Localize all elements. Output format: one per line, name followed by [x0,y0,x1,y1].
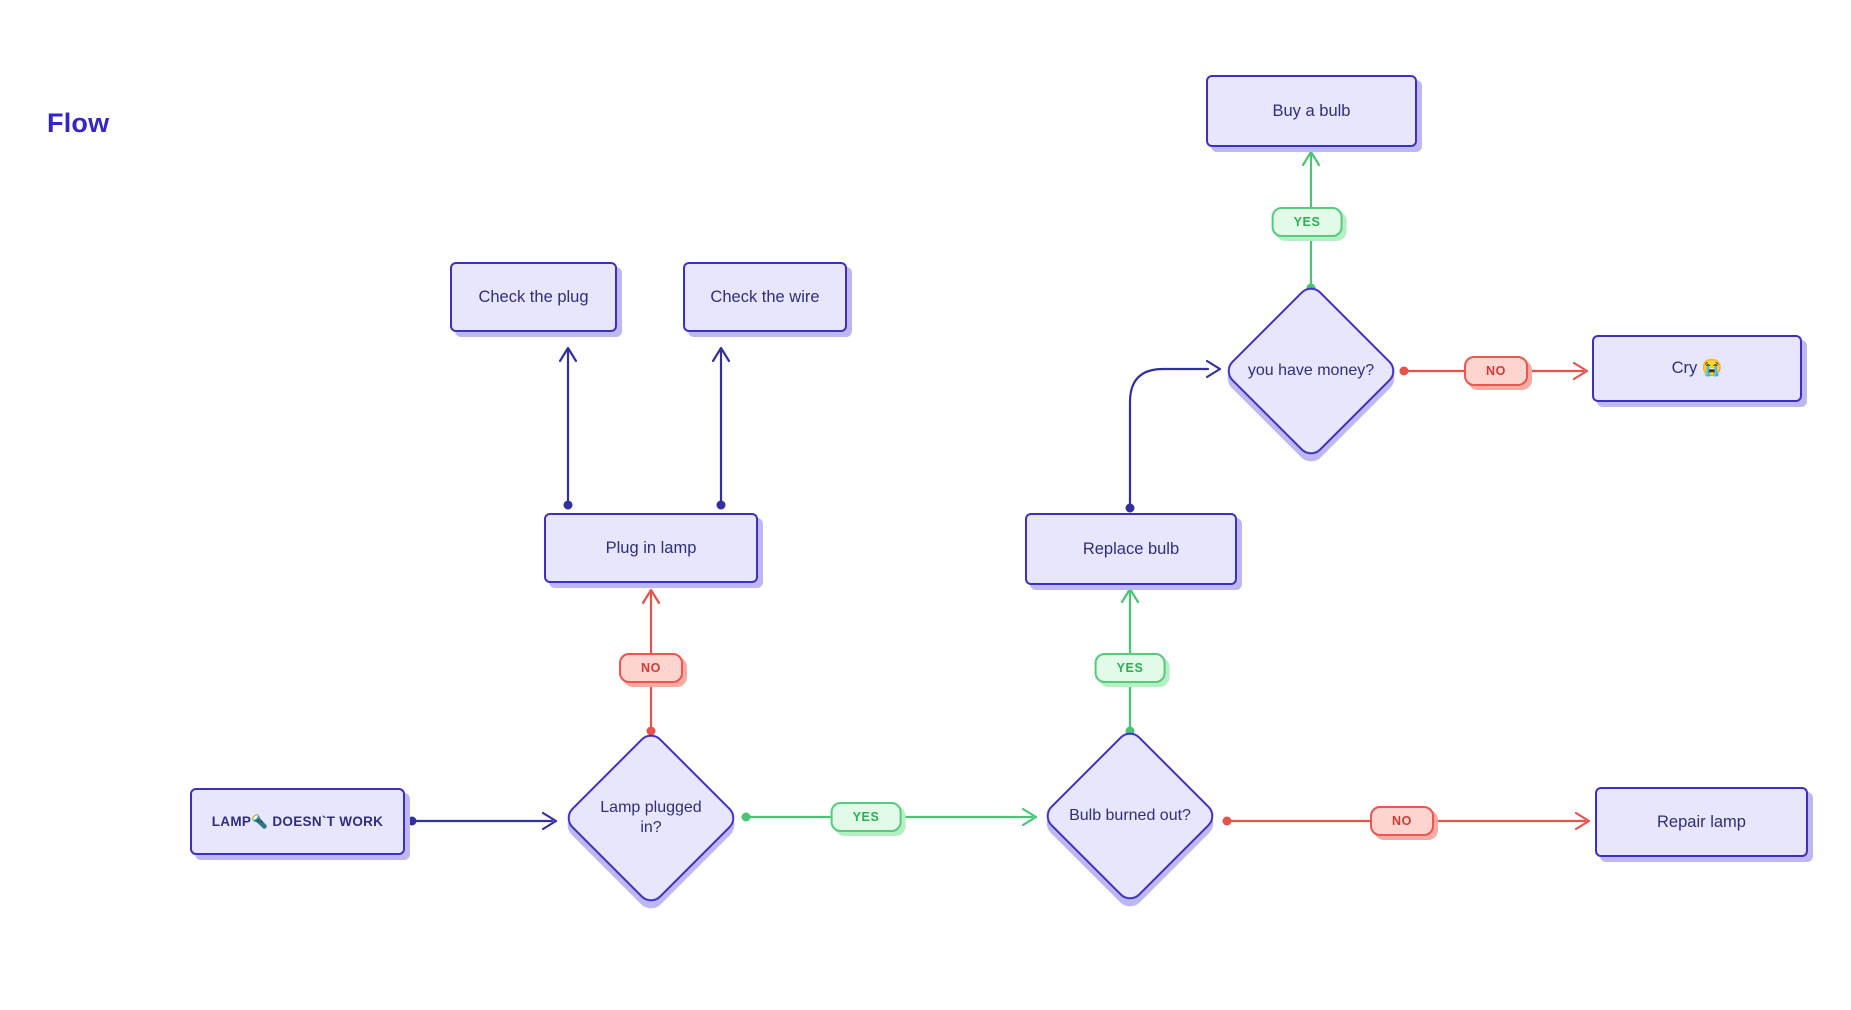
edge-plugin-to-checkplug [558,346,578,510]
node-check-the-wire: Check the wire [683,262,847,332]
edge-start-to-plugged [407,811,558,831]
edge-label-yes-burned: YES [1094,653,1166,683]
node-lamp-doesnt-work: LAMP🔦 DOESN`T WORK [190,788,405,855]
page-title: Flow [47,108,110,138]
node-check-the-plug: Check the plug [450,262,617,332]
edge-label-no-money: NO [1464,356,1528,386]
edge-plugin-to-checkwire [711,346,731,510]
edge-replace-to-money [1125,359,1222,513]
node-buy-a-bulb: Buy a bulb [1206,75,1417,147]
node-lamp-plugged-in-label: Lamp plugged in? [600,799,702,836]
node-plug-in-lamp: Plug in lamp [544,513,758,583]
edge-label-yes-money: YES [1271,207,1343,237]
edge-label-no-burned: NO [1370,806,1434,836]
edge-label-yes-plugged: YES [830,802,902,832]
node-bulb-burned-out-label: Bulb burned out? [1069,807,1191,824]
node-repair-lamp: Repair lamp [1595,787,1808,857]
edge-label-no-plugged: NO [619,653,683,683]
node-cry: Cry 😭 [1592,335,1802,402]
node-you-have-money-label: you have money? [1247,362,1375,379]
node-replace-bulb: Replace bulb [1025,513,1237,585]
